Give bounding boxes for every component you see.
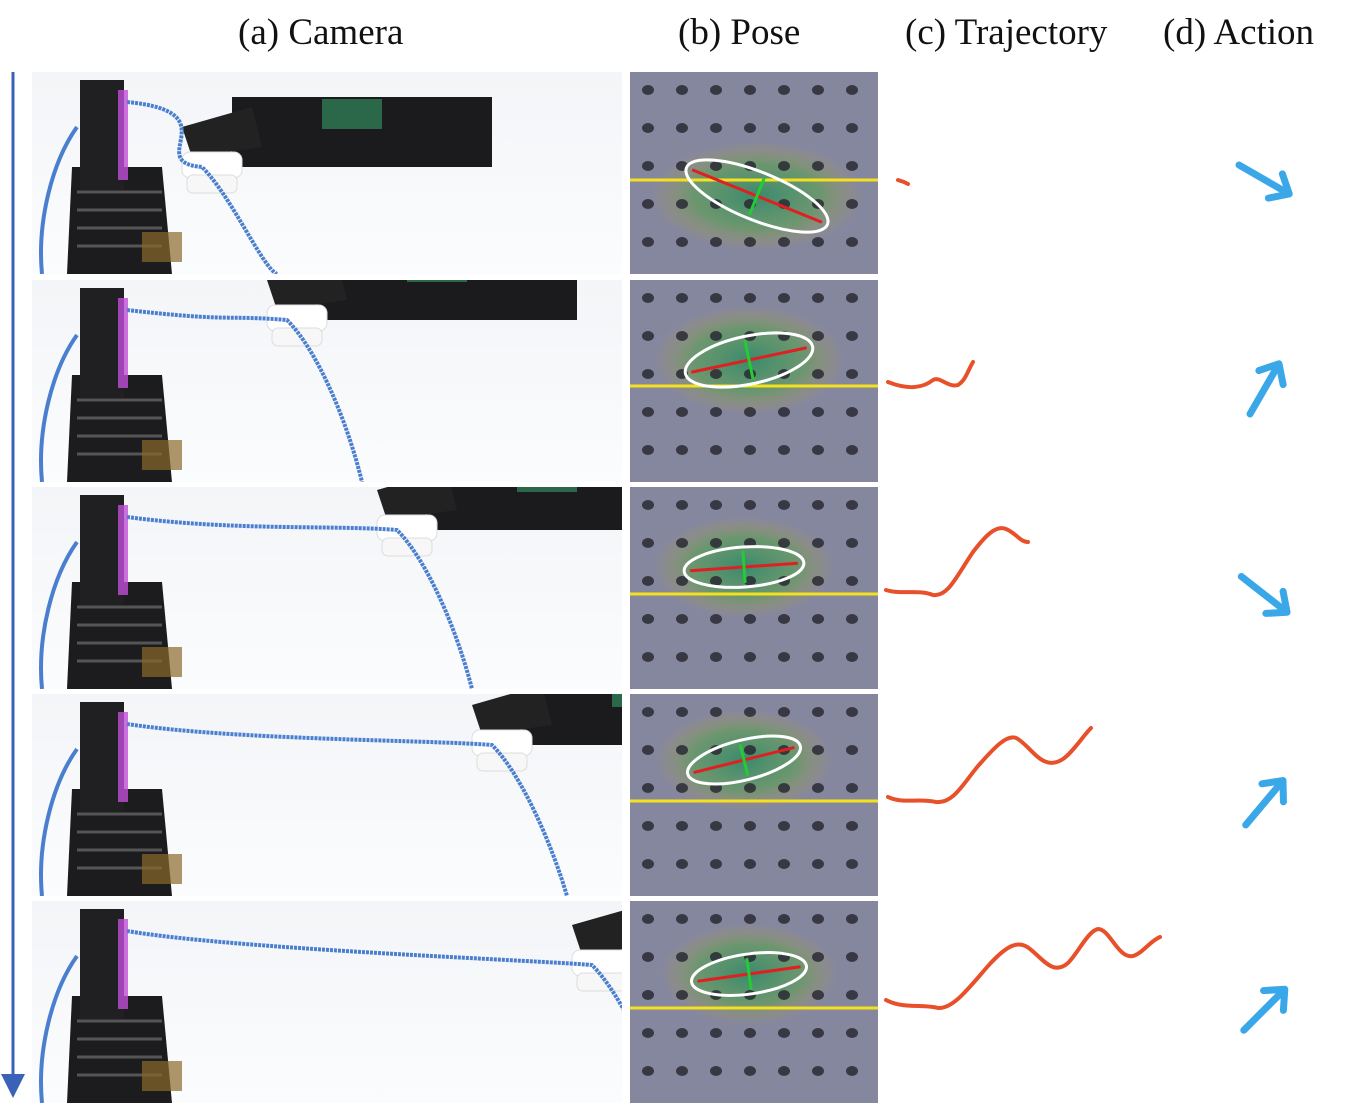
action-column-header: (d) Action bbox=[1163, 12, 1315, 53]
trajectory-curve bbox=[878, 487, 1178, 689]
camera-frame-image bbox=[32, 901, 622, 1103]
figure-row bbox=[0, 487, 1361, 689]
tactile-pose-image bbox=[630, 694, 878, 896]
camera-column-header: (a) Camera bbox=[238, 12, 404, 53]
camera-frame-image bbox=[32, 280, 622, 482]
time-down-arrow-icon bbox=[1, 72, 25, 1098]
trajectory-column-header: (c) Trajectory bbox=[905, 12, 1108, 53]
trajectory-curve bbox=[878, 694, 1178, 896]
camera-frame-image bbox=[32, 72, 622, 274]
pose-column-header: (b) Pose bbox=[678, 12, 801, 53]
action-arrow-icon bbox=[1210, 901, 1320, 1103]
camera-frame-image bbox=[32, 487, 622, 689]
camera-frame-image bbox=[32, 694, 622, 896]
figure-row bbox=[0, 694, 1361, 896]
tactile-pose-image bbox=[630, 280, 878, 482]
tactile-pose-image bbox=[630, 72, 878, 274]
figure-row bbox=[0, 280, 1361, 482]
trajectory-curve bbox=[878, 901, 1178, 1103]
figure-row bbox=[0, 72, 1361, 274]
action-arrow-icon bbox=[1210, 280, 1320, 482]
action-arrow-icon bbox=[1210, 694, 1320, 896]
action-arrow-icon bbox=[1210, 487, 1320, 689]
figure-row bbox=[0, 901, 1361, 1103]
trajectory-curve bbox=[878, 72, 1178, 274]
tactile-pose-image bbox=[630, 901, 878, 1103]
action-arrow-icon bbox=[1210, 72, 1320, 274]
tactile-pose-image bbox=[630, 487, 878, 689]
trajectory-curve bbox=[878, 280, 1178, 482]
